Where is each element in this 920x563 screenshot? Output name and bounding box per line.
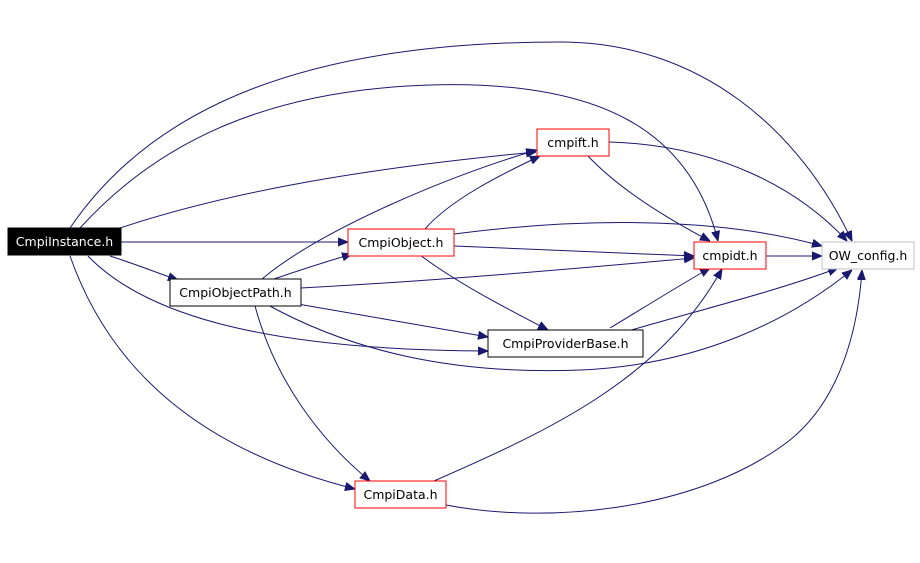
- edge-cmpiobjectpath-to-cmpiproviderbase: [291, 302, 488, 337]
- node-cmpiobject[interactable]: CmpiObject.h: [347, 228, 455, 257]
- edge-cmpift-to-cmpidt: [587, 155, 710, 241]
- edge-cmpiinstance-to-cmpiproviderbase: [87, 255, 488, 351]
- node-cmpiproviderbase-label: CmpiProviderBase.h: [502, 336, 628, 351]
- edge-cmpiobjectpath-to-owconfig: [267, 270, 852, 372]
- edge-cmpiinstance-to-cmpidata: [69, 255, 355, 489]
- edge-cmpift-to-owconfig: [608, 141, 847, 241]
- edge-cmpiinstance-to-owconfig: [69, 41, 852, 241]
- edge-cmpiobject-to-cmpidt: [453, 245, 694, 256]
- edge-cmpiobjectpath-to-cmpiobject: [273, 254, 352, 280]
- edge-cmpiobjectpath-to-cmpift: [261, 150, 537, 280]
- node-cmpiobjectpath[interactable]: CmpiObjectPath.h: [169, 278, 302, 307]
- edge-cmpiobject-to-owconfig: [453, 222, 822, 246]
- node-cmpiinstance-box: [7, 227, 122, 256]
- node-cmpiinstance[interactable]: CmpiInstance.h: [7, 227, 122, 256]
- node-cmpift-box: [536, 128, 610, 157]
- edge-cmpiinstance-to-cmpift: [119, 152, 536, 229]
- edge-cmpiobjectpath-to-cmpidata: [254, 305, 370, 481]
- node-cmpift[interactable]: cmpift.h: [536, 128, 610, 157]
- node-cmpiproviderbase-box: [487, 329, 644, 358]
- edge-cmpiobject-to-cmpift: [424, 156, 540, 230]
- edge-cmpiproviderbase-to-cmpidt: [609, 268, 710, 329]
- node-cmpiobject-label: CmpiObject.h: [359, 235, 444, 250]
- node-cmpidt[interactable]: cmpidt.h: [693, 241, 767, 270]
- edge-cmpiobjectpath-to-cmpidt: [300, 258, 694, 289]
- edge-cmpiinstance-to-cmpiobjectpath: [109, 255, 178, 280]
- node-cmpiobjectpath-box: [169, 278, 302, 307]
- node-cmpiobject-box: [347, 228, 455, 257]
- node-owconfig[interactable]: OW_config.h: [821, 241, 915, 270]
- edge-cmpiobject-to-cmpiproviderbase: [419, 254, 548, 330]
- node-cmpiobjectpath-label: CmpiObjectPath.h: [179, 285, 291, 300]
- node-cmpidt-box: [693, 241, 767, 270]
- node-owconfig-box: [821, 241, 915, 270]
- nodes-layer: CmpiInstance.h cmpift.h CmpiObject.h cmp…: [7, 128, 915, 509]
- node-cmpift-label: cmpift.h: [547, 135, 598, 150]
- node-cmpiinstance-label: CmpiInstance.h: [16, 234, 113, 249]
- node-cmpidt-label: cmpidt.h: [702, 248, 757, 263]
- node-cmpiproviderbase[interactable]: CmpiProviderBase.h: [487, 329, 644, 358]
- edge-cmpiinstance-to-cmpidt: [79, 84, 718, 241]
- node-cmpidata-label: CmpiData.h: [363, 487, 437, 502]
- node-cmpidata[interactable]: CmpiData.h: [354, 480, 447, 509]
- edge-cmpidata-to-cmpidt: [433, 269, 722, 482]
- node-owconfig-label: OW_config.h: [829, 248, 908, 263]
- node-cmpidata-box: [354, 480, 447, 509]
- edge-cmpiproviderbase-to-owconfig: [627, 268, 838, 332]
- edge-cmpidata-to-owconfig: [445, 270, 862, 514]
- edges-layer: [69, 41, 862, 514]
